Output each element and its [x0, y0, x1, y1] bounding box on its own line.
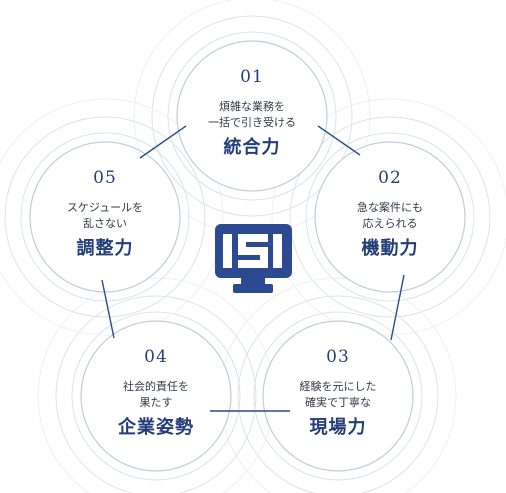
node-title: 企業姿勢	[118, 417, 194, 438]
node-description: 煩雑な業務を 一括で引き受ける	[208, 100, 296, 129]
node-description: 経験を元にした 確実で丁寧な	[299, 380, 377, 409]
node-number: 03	[326, 347, 350, 367]
node-description: 急な案件にも 応えられる	[357, 201, 423, 230]
node-circle-01	[176, 40, 328, 192]
connector-02-03	[390, 274, 405, 341]
strength-node-04: 04 社会的責任を 果たす 企業姿勢	[81, 321, 231, 471]
node-circle-02	[314, 141, 466, 293]
node-number: 02	[378, 168, 402, 188]
node-title: 機動力	[361, 238, 419, 259]
node-description: 社会的責任を 果たす	[123, 380, 189, 409]
si-company-logo-icon	[215, 224, 292, 293]
connector-05-01	[139, 125, 187, 159]
node-number: 01	[240, 67, 264, 87]
strength-node-02: 02 急な案件にも 応えられる 機動力	[315, 142, 465, 292]
node-number: 04	[144, 347, 168, 367]
node-description: スケジュールを 乱さない	[66, 201, 144, 230]
strength-node-01: 01 煩雑な業務を 一括で引き受ける 統合力	[177, 41, 327, 191]
connector-04-05	[101, 279, 115, 339]
node-title: 現場力	[309, 417, 367, 438]
strength-node-03: 03 経験を元にした 確実で丁寧な 現場力	[263, 321, 413, 471]
node-title: 統合力	[223, 137, 281, 158]
connector-01-02	[317, 125, 361, 156]
node-circle-04	[80, 320, 232, 472]
node-title: 調整力	[76, 238, 134, 259]
strength-node-05: 05 スケジュールを 乱さない 調整力	[30, 142, 180, 292]
node-number: 05	[93, 168, 117, 188]
node-circle-03	[262, 320, 414, 472]
